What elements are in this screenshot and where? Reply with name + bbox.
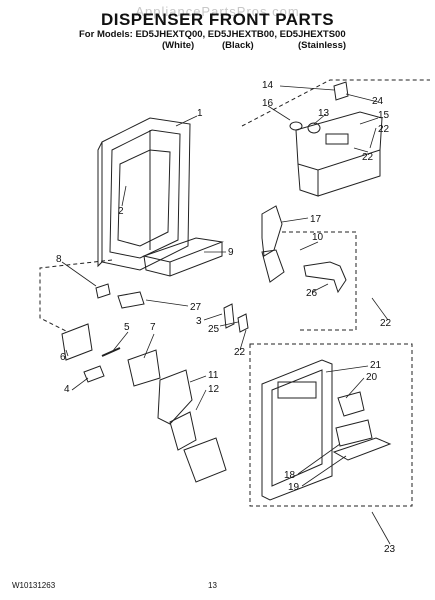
switch-part <box>61 323 93 361</box>
model-list: For Models: ED5JHEXTQ00, ED5JHEXTB00, ED… <box>79 29 346 40</box>
callout-label: 1 <box>197 108 203 119</box>
housing-part <box>97 117 191 271</box>
pin-part <box>223 303 235 329</box>
keypad-part <box>335 419 373 447</box>
callout-label: 26 <box>306 288 318 299</box>
control-board-part <box>337 391 365 417</box>
cup-part <box>183 437 227 483</box>
group-outline-left <box>39 259 113 333</box>
callout-label: 14 <box>262 80 274 91</box>
paddle-part <box>157 369 193 425</box>
callout-label: 24 <box>372 96 384 107</box>
watermark: AppliancePartsPros.com <box>135 4 300 19</box>
spring-part <box>101 347 121 357</box>
light-part <box>95 283 111 299</box>
bracket-small-part <box>127 349 161 387</box>
callout-label: 6 <box>60 352 66 363</box>
socket-part <box>307 122 321 134</box>
drip-tray-part <box>142 237 224 277</box>
callout-label: 19 <box>288 482 300 493</box>
callout-label: 13 <box>318 108 330 119</box>
callout-label: 21 <box>370 360 382 371</box>
callout-label: 12 <box>208 384 220 395</box>
callout-label: 4 <box>64 384 70 395</box>
callout-label: 25 <box>208 324 220 335</box>
bracket-part <box>295 111 383 197</box>
color-stainless: (Stainless) <box>298 40 347 51</box>
actuator-part <box>303 261 347 294</box>
callout-label: 20 <box>366 372 378 383</box>
callout-label: 22 <box>378 124 390 135</box>
screw-part <box>83 365 105 383</box>
callout-labels: 1 2 3 4 5 6 7 8 9 10 11 12 13 14 15 16 1… <box>56 80 396 555</box>
doc-number: W10131263 <box>12 581 56 590</box>
page-number: 13 <box>208 581 217 590</box>
callout-label: 8 <box>56 254 62 265</box>
group-outline-top <box>241 79 430 127</box>
front-panel-part <box>261 359 333 501</box>
callout-label: 23 <box>384 544 396 555</box>
callout-label: 27 <box>190 302 202 313</box>
callout-label: 10 <box>312 232 324 243</box>
color-white: (White) <box>162 40 195 51</box>
bulb-part <box>289 121 303 131</box>
callout-label: 16 <box>262 98 274 109</box>
callout-label: 11 <box>208 370 219 381</box>
callout-label: 2 <box>118 206 124 217</box>
callout-label: 15 <box>378 110 390 121</box>
callout-label: 3 <box>196 316 202 327</box>
callout-label: 9 <box>228 247 234 258</box>
bezel-part <box>117 291 145 309</box>
callout-label: 22 <box>362 152 374 163</box>
faceplate-part <box>332 437 392 461</box>
callout-label: 7 <box>150 322 156 333</box>
callout-label: 18 <box>284 470 296 481</box>
callout-label: 22 <box>380 318 392 329</box>
group-outline-bottom <box>249 343 413 507</box>
callout-label: 22 <box>234 347 246 358</box>
page-title: DISPENSER FRONT PARTS <box>100 10 335 29</box>
model-colors: (White) (Black) (Stainless) <box>162 40 346 51</box>
callout-label: 17 <box>310 214 322 225</box>
lever-part <box>261 205 283 257</box>
cradle-part <box>261 249 285 283</box>
color-black: (Black) <box>222 40 254 51</box>
clip-part <box>333 81 349 101</box>
arm-part <box>169 411 197 451</box>
group-outline-actuator <box>282 231 357 331</box>
washer-part <box>237 313 249 333</box>
callout-label: 5 <box>124 322 130 333</box>
